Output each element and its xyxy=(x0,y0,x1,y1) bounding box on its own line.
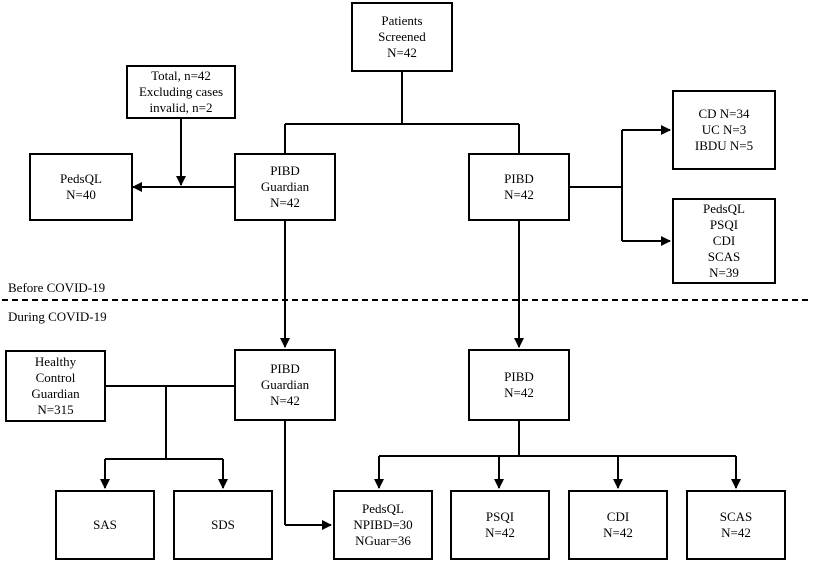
box-text-line: PSQI xyxy=(485,509,515,524)
box-text-line: UC N=3 xyxy=(701,122,747,137)
box-text-line: N=40 xyxy=(66,187,96,202)
box-text-line: SDS xyxy=(211,517,235,532)
box-text-line: PedsQL xyxy=(703,201,745,216)
during-covid-label: During COVID-19 xyxy=(8,309,107,324)
box-text-line: PIBD xyxy=(504,369,534,384)
box-text-line: N=42 xyxy=(721,525,751,540)
box-text-line: N=42 xyxy=(603,525,633,540)
box-text-line: N=315 xyxy=(37,402,74,417)
box-text-line: Guardian xyxy=(260,179,310,194)
box-text-line: Guardian xyxy=(31,386,80,401)
box-text-line: NGuar=36 xyxy=(355,533,411,548)
box-text-line: N=42 xyxy=(504,187,534,202)
box-text-line: IBDU N=5 xyxy=(694,138,754,153)
box-text-line: Guardian xyxy=(260,377,310,392)
box-text-line: PedsQL xyxy=(362,501,404,516)
box-text-line: Screened xyxy=(378,29,426,44)
box-text-line: Control xyxy=(35,370,76,385)
box-text-line: N=39 xyxy=(709,265,739,280)
box-text-line: PedsQL xyxy=(60,171,102,186)
box-text-line: Total, n=42 xyxy=(151,68,211,83)
box-text-line: N=42 xyxy=(504,385,534,400)
box-text-line: N=42 xyxy=(387,45,417,60)
box-text-line: Healthy xyxy=(34,354,77,369)
box-text-line: N=42 xyxy=(270,393,300,408)
box-text-line: Excluding cases xyxy=(138,84,224,99)
box-text-line: N=42 xyxy=(485,525,515,540)
box-text-line: PIBD xyxy=(504,171,534,186)
box-text-line: CDI xyxy=(606,509,630,524)
box-text-line: SCAS xyxy=(707,249,741,264)
box-text-line: invalid, n=2 xyxy=(149,100,213,115)
box-text-line: PIBD xyxy=(270,163,300,178)
box-text-line: SCAS xyxy=(719,509,753,524)
box-text-line: CDI xyxy=(712,233,736,248)
before-covid-label: Before COVID-19 xyxy=(8,280,106,295)
box-text-line: PIBD xyxy=(270,361,300,376)
sds-box: SDS xyxy=(173,490,273,560)
box-text-line: SAS xyxy=(93,517,117,532)
box-text-line: NPIBD=30 xyxy=(353,517,413,532)
box-text-line: CD N=34 xyxy=(698,106,750,121)
box-text-line: N=42 xyxy=(270,195,300,210)
sas-box: SAS xyxy=(55,490,155,560)
box-text-line: Patients xyxy=(381,13,423,28)
box-text-line: PSQI xyxy=(709,217,739,232)
